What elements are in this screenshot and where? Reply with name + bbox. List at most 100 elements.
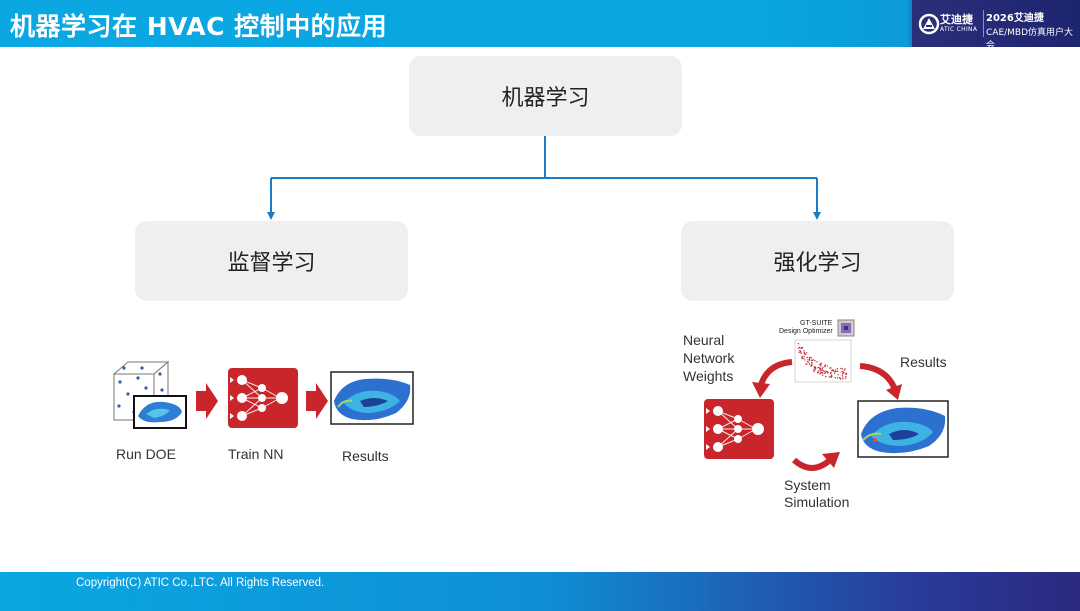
scatter-dot	[799, 351, 802, 353]
copyright-text: Copyright(C) ATIC Co.,LTC. All Rights Re…	[76, 577, 325, 589]
scatter-dot	[808, 361, 810, 363]
node-supervised-learning: 监督学习	[135, 221, 408, 301]
scatter-dot	[810, 357, 812, 359]
scatter-dot	[842, 372, 844, 375]
scatter-dot	[831, 369, 833, 371]
scatter-dot	[833, 370, 835, 372]
scatter-dot	[811, 364, 813, 367]
scatter-dot	[805, 352, 808, 354]
cfd-result-image	[330, 371, 414, 425]
scatter-dot	[819, 371, 821, 373]
scatter-dot	[834, 369, 837, 371]
conference-year: 2026艾迪捷	[986, 13, 1044, 24]
optimizer-logo-icon	[837, 319, 855, 337]
slide-header: 机器学习在 HVAC 控制中的应用 艾迪捷 ATIC CHINA 2026艾迪捷…	[0, 0, 1080, 51]
scatter-dot	[813, 370, 816, 372]
scatter-dot	[841, 370, 843, 373]
scatter-dot	[811, 361, 813, 364]
scatter-dot	[810, 359, 813, 361]
scatter-dot	[825, 370, 827, 372]
scatter-dot	[798, 351, 800, 354]
scatter-dot	[803, 355, 805, 357]
scatter-dot	[806, 356, 808, 359]
scatter-dot	[803, 350, 805, 352]
scatter-dot	[824, 364, 826, 366]
scatter-dot	[800, 347, 802, 350]
arrow-right-icon	[306, 383, 328, 419]
scatter-dot	[842, 376, 844, 378]
doe-cube-icon	[112, 360, 187, 429]
scatter-dot	[830, 371, 832, 374]
scatter-dot	[823, 370, 826, 373]
scatter-dot	[817, 366, 819, 369]
scatter-dot	[814, 368, 816, 370]
rl-sim-label-line1: System	[784, 477, 831, 493]
scatter-dot	[799, 349, 801, 352]
scatter-dot	[804, 359, 806, 361]
scatter-dot	[822, 374, 824, 376]
scatter-dot	[830, 374, 833, 376]
scatter-dot	[840, 367, 842, 370]
scatter-dot	[841, 374, 843, 376]
logo-en-text: ATIC CHINA	[940, 26, 978, 33]
scatter-dot	[845, 377, 847, 379]
scatter-dot	[803, 357, 805, 359]
scatter-dot	[805, 363, 807, 365]
scatter-dot	[836, 367, 839, 370]
rl-sim-label-line2: Simulation	[784, 494, 850, 510]
scatter-dot	[820, 363, 822, 366]
scatter-dot	[807, 359, 809, 361]
scatter-dot	[801, 356, 803, 358]
scatter-dot	[833, 372, 836, 374]
scatter-dot	[828, 376, 830, 378]
scatter-dot	[834, 370, 837, 373]
scatter-dot	[839, 378, 842, 380]
scatter-dot	[819, 369, 821, 371]
scatter-dot	[831, 375, 833, 378]
scatter-dot	[803, 353, 806, 355]
scatter-dot	[843, 372, 845, 374]
scatter-dot	[808, 359, 811, 361]
scatter-dot	[834, 376, 836, 379]
scatter-dot	[808, 358, 811, 360]
node-machine-learning: 机器学习	[409, 56, 682, 136]
optimizer-scatter-plot	[794, 339, 852, 383]
scatter-dot	[816, 361, 818, 363]
scatter-dot	[797, 343, 800, 345]
slide-title: 机器学习在 HVAC 控制中的应用	[10, 12, 388, 41]
scatter-dot	[845, 372, 847, 374]
scatter-dot	[806, 361, 808, 363]
scatter-dot	[808, 357, 811, 359]
node-reinforcement-learning: 强化学习	[681, 221, 954, 301]
scatter-dot	[845, 376, 847, 378]
arrow-right-icon	[196, 383, 218, 419]
scatter-dot	[812, 359, 814, 361]
scatter-dot	[808, 363, 811, 365]
scatter-dot	[836, 370, 839, 372]
scatter-dot	[837, 374, 839, 376]
scatter-dot	[824, 372, 826, 374]
scatter-dot	[838, 377, 841, 379]
scatter-dot	[819, 365, 822, 367]
scatter-dot	[821, 369, 823, 372]
arrow-curved-down-icon	[859, 363, 902, 400]
scatter-dot	[822, 366, 824, 369]
scatter-dot	[827, 372, 829, 374]
scatter-dot	[842, 378, 844, 380]
logo-cn-text: 艾迪捷	[940, 13, 973, 26]
logo-divider	[983, 10, 984, 37]
scatter-dot	[814, 360, 816, 362]
scatter-dot	[798, 346, 801, 349]
optimizer-label-2: Design Optimizer	[779, 328, 833, 335]
slide-footer: Copyright(C) ATIC Co.,LTC. All Rights Re…	[0, 572, 1080, 611]
scatter-dot	[825, 375, 827, 378]
optimizer-label-1: GT-SUITE	[800, 320, 833, 327]
scatter-dot	[817, 370, 819, 372]
caption-run-doe: Run DOE	[116, 446, 176, 462]
scatter-dot	[836, 377, 839, 379]
conference-logo: 艾迪捷 ATIC CHINA 2026艾迪捷 CAE/MBD仿真用户大会	[912, 0, 1080, 51]
scatter-dot	[819, 373, 821, 375]
arrowhead-right	[813, 212, 821, 220]
scatter-dot	[822, 370, 824, 372]
